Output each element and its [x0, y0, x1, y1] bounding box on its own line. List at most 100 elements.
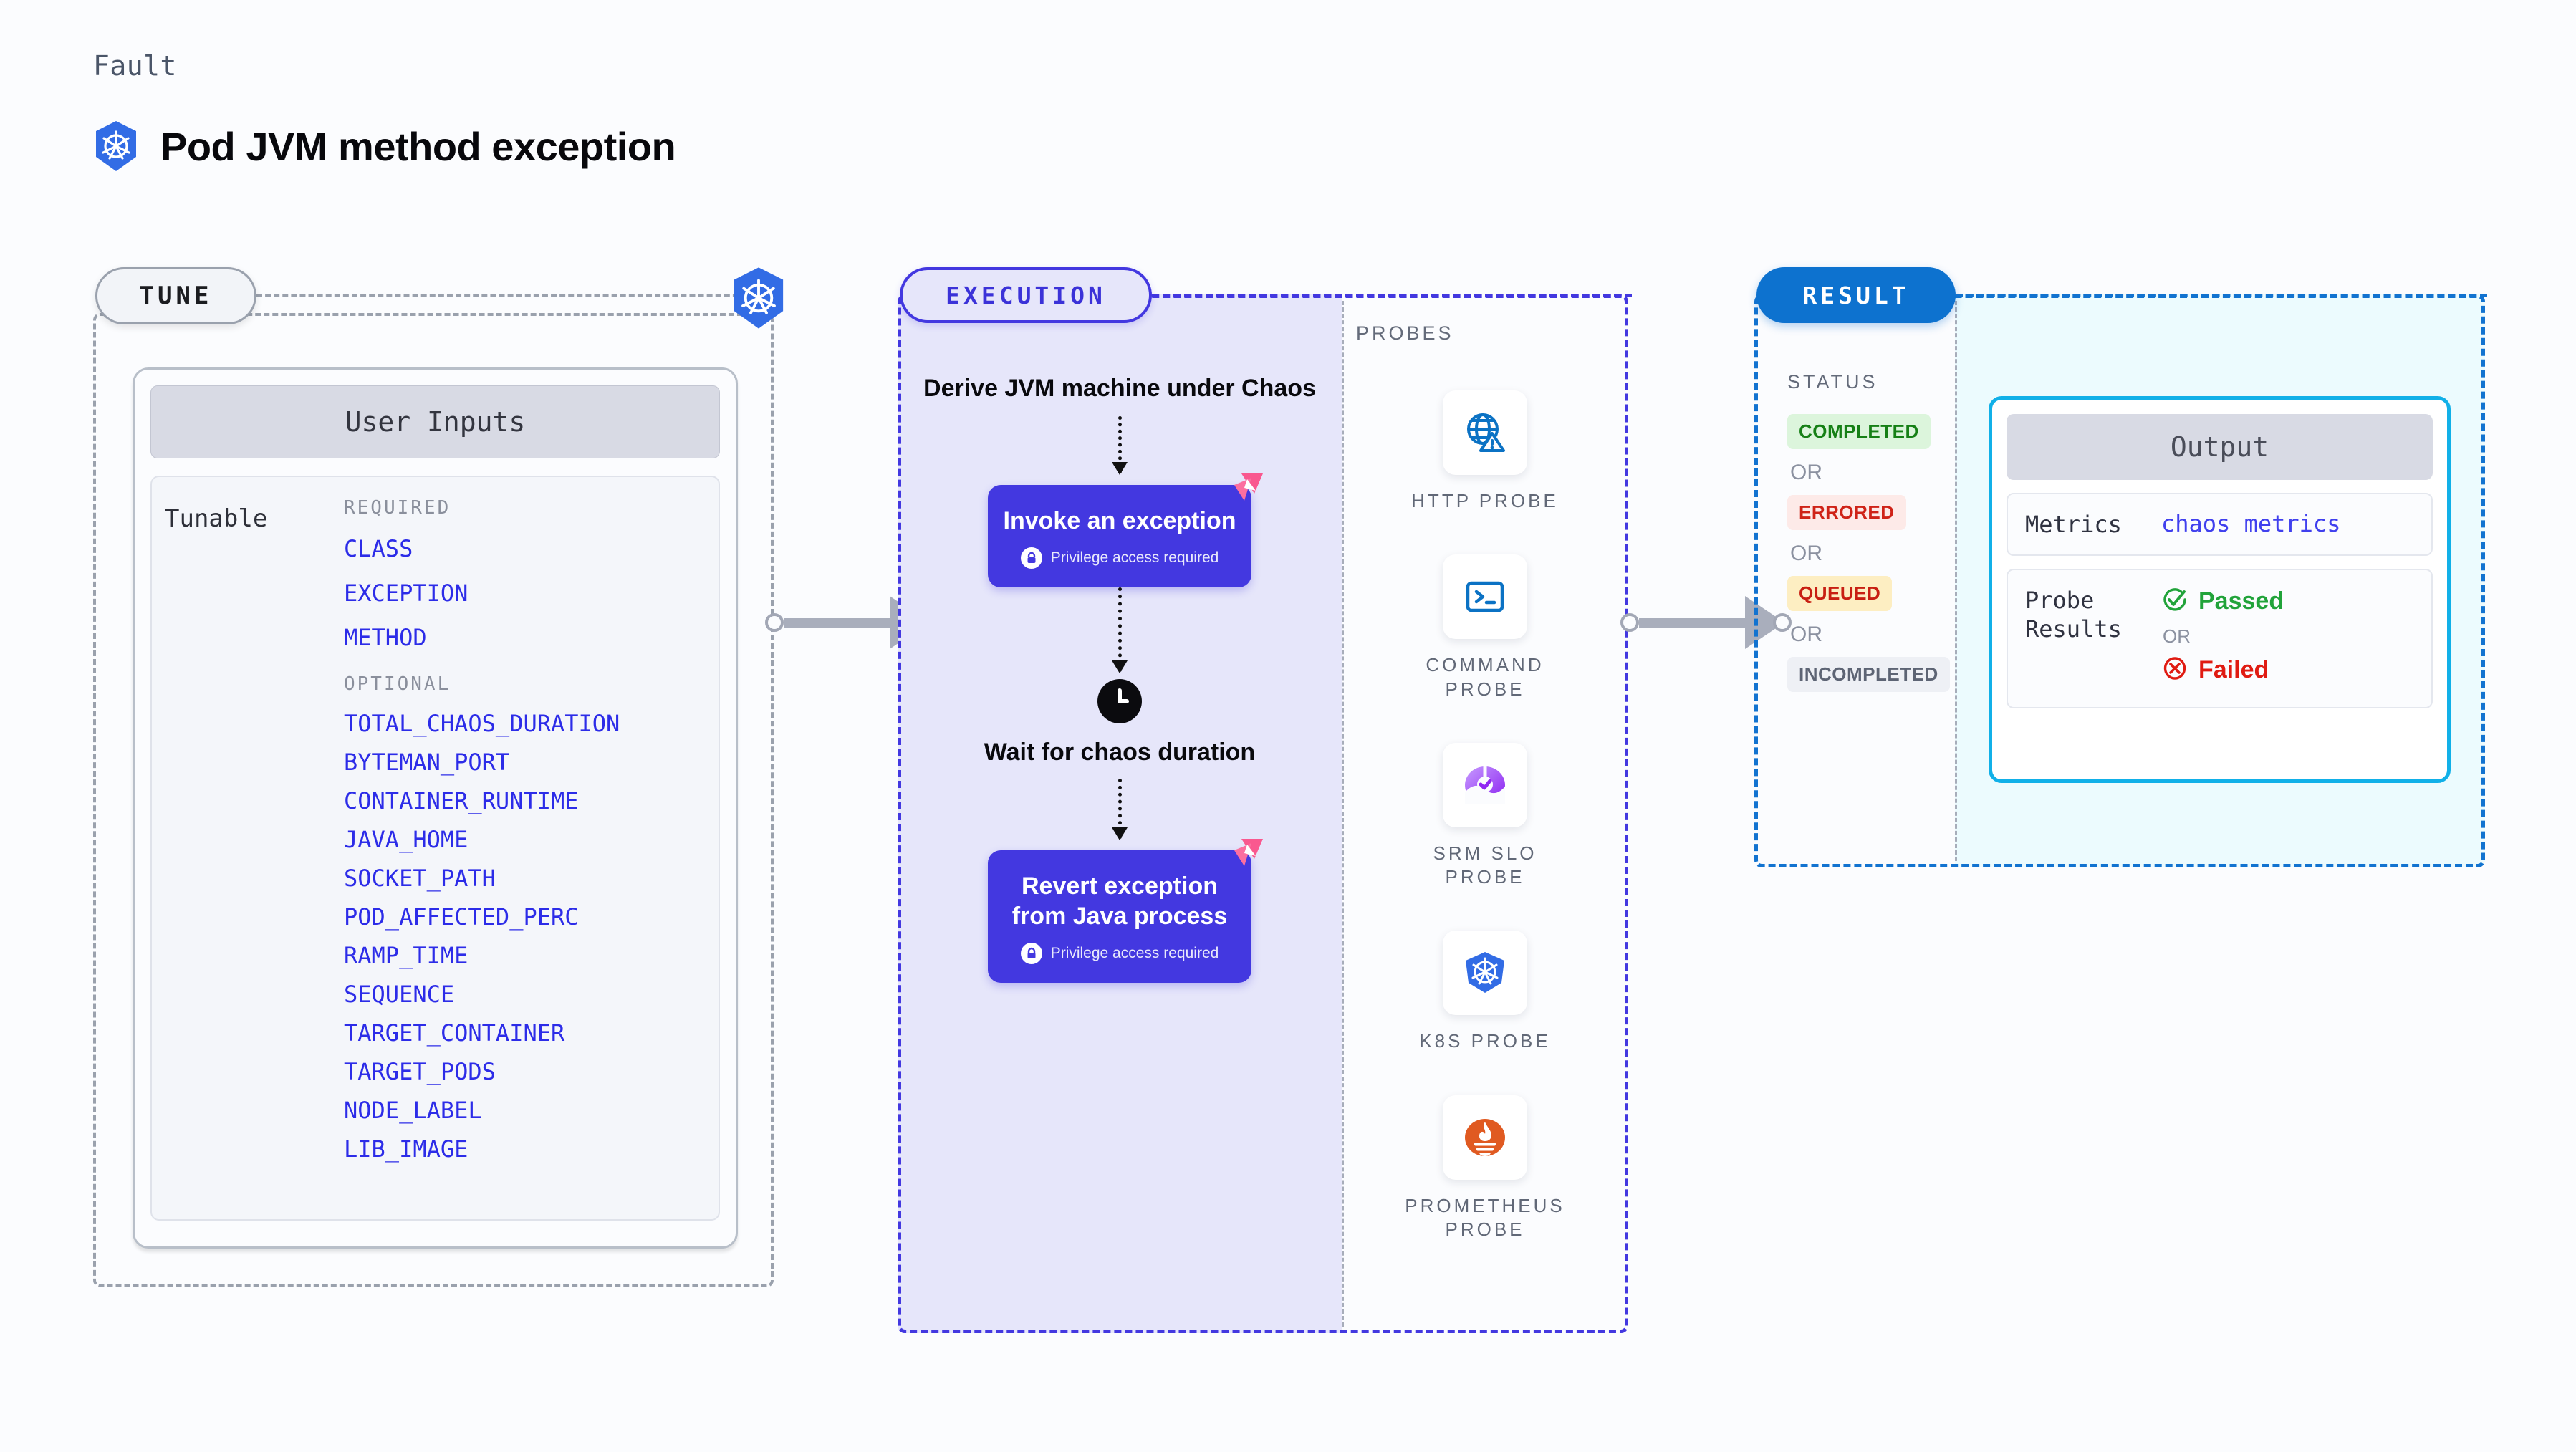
action-card-title: Revert exception from Java process: [1011, 872, 1228, 930]
status-section-label: STATUS: [1787, 371, 1878, 393]
flow-arrow-line: [1118, 587, 1122, 673]
probe-item-command[interactable]: COMMAND PROBE: [1403, 554, 1567, 701]
param-java-home[interactable]: JAVA_HOME: [344, 826, 468, 853]
param-exception[interactable]: EXCEPTION: [344, 580, 468, 607]
output-title: Output: [2007, 414, 2433, 480]
output-metrics-row: Metrics chaos metrics: [2007, 493, 2433, 556]
probes-list: HTTP PROBE COMMAND PROBE: [1342, 390, 1628, 1241]
param-container-runtime[interactable]: CONTAINER_RUNTIME: [344, 787, 579, 814]
clock-icon: [1097, 679, 1142, 724]
param-target-container[interactable]: TARGET_CONTAINER: [344, 1019, 565, 1047]
privilege-note-text: Privilege access required: [1050, 945, 1219, 962]
param-method[interactable]: METHOD: [344, 624, 427, 651]
status-badge-completed: COMPLETED: [1787, 414, 1931, 449]
param-target-pods[interactable]: TARGET_PODS: [344, 1058, 496, 1085]
status-badge-errored: ERRORED: [1787, 495, 1906, 530]
param-byteman-port[interactable]: BYTEMAN_PORT: [344, 749, 510, 776]
terminal-icon: [1443, 554, 1527, 640]
status-badge-queued: QUEUED: [1787, 576, 1893, 611]
clock-hour-hand: [1118, 688, 1122, 703]
tune-header-dashed-line: [256, 294, 747, 297]
user-inputs-card: User Inputs Tunable REQUIRED CLASS EXCEPT…: [133, 367, 738, 1249]
connector-start-dot: [765, 613, 784, 632]
flow-arrow-head: [1112, 461, 1128, 475]
param-node-label[interactable]: NODE_LABEL: [344, 1097, 482, 1124]
page-title: Pod JVM method exception: [160, 123, 676, 169]
privilege-note: Privilege access required: [1001, 943, 1239, 965]
probe-result-failed: Failed: [2161, 655, 2284, 686]
execution-stage-pill[interactable]: EXECUTION: [900, 267, 1152, 323]
optional-param-list: TOTAL_CHAOS_DURATION BYTEMAN_PORT CONTAINE…: [344, 712, 719, 1160]
probe-label: PROMETHEUS PROBE: [1405, 1194, 1565, 1240]
lock-icon: [1020, 943, 1042, 965]
connector-execution-to-result: [1620, 596, 1792, 649]
optional-group-label: OPTIONAL: [344, 673, 451, 695]
lock-icon: [1020, 547, 1042, 569]
probe-item-srm-slo[interactable]: SRM SLO PROBE: [1403, 742, 1567, 890]
execution-header-dashed-line: [1152, 294, 1632, 297]
flow-arrow: [1112, 587, 1128, 674]
connector-line: [784, 617, 891, 628]
status-or-separator: OR: [1790, 622, 1822, 646]
fault-kicker: Fault: [93, 50, 177, 82]
execution-action-card[interactable]: Revert exception from Java process Privi…: [988, 839, 1263, 984]
flow-arrow-head: [1112, 827, 1128, 841]
action-card-title: Invoke an exception: [1003, 506, 1236, 534]
privilege-note-text: Privilege access required: [1050, 549, 1219, 567]
globe-warning-icon: [1442, 390, 1527, 475]
required-group-label: REQUIRED: [344, 497, 451, 519]
connector-start-dot: [1620, 613, 1639, 632]
param-pod-affected-perc[interactable]: POD_AFFECTED_PERC: [344, 903, 579, 931]
failed-label: Failed: [2198, 656, 2269, 683]
param-lib-image[interactable]: LIB_IMAGE: [344, 1135, 468, 1163]
param-sequence[interactable]: SEQUENCE: [344, 981, 455, 1008]
probe-item-k8s[interactable]: K8S PROBE: [1419, 931, 1550, 1053]
status-badge-incompleted: INCOMPLETED: [1787, 657, 1950, 692]
tunable-label: Tunable: [165, 504, 268, 533]
harness-icon: [1230, 469, 1267, 506]
kubernetes-icon: [1443, 931, 1527, 1016]
tune-stage-container: [93, 313, 774, 1287]
output-metrics-key: Metrics: [2025, 511, 2122, 538]
result-status-output-divider: [1955, 301, 1957, 861]
param-ramp-time[interactable]: RAMP_TIME: [344, 942, 468, 969]
flow-arrow-line: [1118, 779, 1122, 840]
result-header-dashed-line: [1956, 294, 2487, 297]
probe-label: K8S PROBE: [1419, 1030, 1551, 1052]
srm-slo-icon: [1443, 742, 1527, 827]
flow-arrow-head: [1112, 660, 1128, 674]
probe-label: HTTP PROBE: [1411, 490, 1559, 511]
param-class[interactable]: CLASS: [344, 535, 413, 562]
probe-label: SRM SLO PROBE: [1433, 842, 1537, 888]
page-title-row: Pod JVM method exception: [93, 120, 676, 172]
kubernetes-icon: [93, 120, 139, 172]
execution-probes-divider: [1342, 301, 1344, 1327]
clock-minute-hand: [1118, 699, 1129, 704]
result-stage-pill[interactable]: RESULT: [1756, 267, 1956, 323]
probe-item-prometheus[interactable]: PROMETHEUS PROBE: [1403, 1095, 1567, 1242]
probe-item-http[interactable]: HTTP PROBE: [1411, 390, 1559, 513]
probes-section-label: PROBES: [1356, 322, 1454, 344]
execution-action-card[interactable]: Invoke an exception Privilege access req…: [988, 473, 1263, 588]
param-socket-path[interactable]: SOCKET_PATH: [344, 865, 496, 892]
param-total-chaos-duration[interactable]: TOTAL_CHAOS_DURATION: [344, 710, 620, 737]
execution-step-text: Derive JVM machine under Chaos: [923, 375, 1316, 402]
output-probe-results-key: Probe Results: [2025, 587, 2122, 643]
connector-line: [1639, 617, 1746, 628]
check-circle-icon: [2161, 586, 2188, 617]
harness-icon: [1230, 835, 1267, 872]
status-or-separator: OR: [1790, 542, 1822, 565]
tunable-panel: Tunable REQUIRED CLASS EXCEPTION METHOD OP…: [150, 476, 720, 1221]
output-card: Output Metrics chaos metrics Probe Resul…: [1989, 396, 2451, 783]
flow-arrow-line: [1118, 415, 1122, 473]
prometheus-icon: [1443, 1095, 1527, 1180]
passed-label: Passed: [2198, 587, 2284, 615]
x-circle-icon: [2161, 655, 2188, 686]
flow-arrow: [1112, 779, 1128, 841]
user-inputs-title: User Inputs: [150, 385, 720, 458]
probe-result-or: OR: [2163, 625, 2191, 647]
tune-stage-pill[interactable]: TUNE: [95, 267, 256, 324]
output-metrics-value[interactable]: chaos metrics: [2161, 510, 2341, 537]
